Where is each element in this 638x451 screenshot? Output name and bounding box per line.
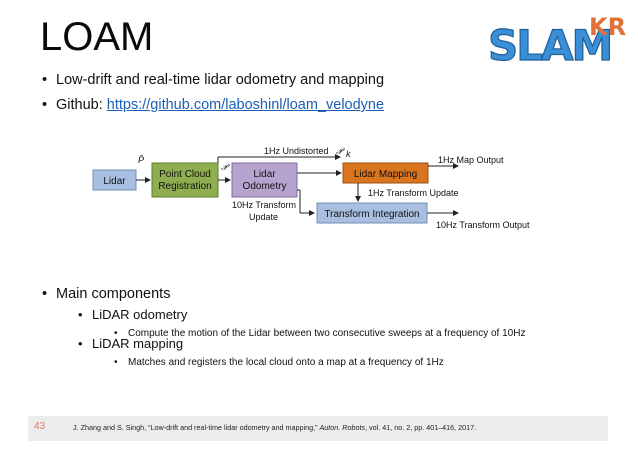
- bullet-main-components: •Main components: [42, 286, 171, 302]
- mapping-label: Lidar Mapping: [354, 169, 417, 180]
- odometry-label-2: Odometry: [243, 181, 287, 192]
- svg-text:KR: KR: [589, 13, 626, 41]
- tf-output-label: 10Hz Transform Output: [436, 220, 530, 230]
- sub-bullet-mapping: •LiDAR mapping: [78, 336, 184, 351]
- bullet-text: Low-drift and real-time lidar odometry a…: [56, 72, 385, 88]
- sub-bullet-odometry: •LiDAR odometry: [78, 307, 188, 322]
- mapping-item-label: LiDAR mapping: [92, 336, 184, 351]
- odometry-item-label: LiDAR odometry: [92, 307, 188, 322]
- lidar-odometry-box: [231, 162, 298, 198]
- odometry-item-detail: Compute the motion of the Lidar between …: [128, 328, 526, 339]
- svg-text:SLAM: SLAM: [488, 21, 611, 70]
- registration-label-1: Point Cloud: [159, 169, 211, 180]
- sub-sub-bullet-mapping: •Matches and registers the local cloud o…: [114, 357, 444, 368]
- lidar-mapping-box: [342, 162, 429, 184]
- p-hat-label: P̂: [138, 155, 144, 165]
- loam-pipeline-diagram: Lidar P̂ Point Cloud Registration 𝒫 k Li…: [92, 146, 530, 230]
- github-prefix: Github:: [56, 97, 107, 113]
- map-output-label: 1Hz Map Output: [438, 155, 504, 165]
- page-number: 43: [34, 421, 46, 432]
- tf-update-10hz-label-2: Update: [249, 212, 278, 222]
- bullet-low-drift: •Low-drift and real-time lidar odometry …: [42, 72, 385, 88]
- github-link[interactable]: https://github.com/laboshinl/loam_velody…: [106, 97, 385, 113]
- integration-label: Transform Integration: [324, 209, 419, 220]
- pk-label-1: 𝒫: [221, 162, 230, 172]
- footer-bar: [28, 416, 608, 441]
- bullet-github: •Github: https://github.com/laboshinl/lo…: [42, 97, 385, 113]
- citation-pre: J. Zhang and S. Singh, “Low-drift and re…: [73, 423, 320, 432]
- mapping-item-detail: Matches and registers the local cloud on…: [128, 357, 444, 368]
- tf-update-1hz-label: 1Hz Transform Update: [368, 188, 459, 198]
- registration-label-2: Registration: [158, 181, 211, 192]
- pk-label-2: 𝒫: [336, 146, 345, 156]
- slide-title: LOAM: [40, 15, 154, 59]
- slam-kr-logo: SLAM KR: [487, 13, 626, 70]
- lidar-box-label: Lidar: [103, 176, 126, 187]
- sub-sub-bullet-odometry: •Compute the motion of the Lidar between…: [114, 328, 526, 339]
- citation-journal: Auton. Robots: [319, 423, 366, 432]
- odometry-label-1: Lidar: [253, 169, 276, 180]
- undistorted-label: 1Hz Undistorted: [264, 146, 329, 156]
- tf-update-10hz-label-1: 10Hz Transform: [232, 200, 296, 210]
- citation-post: , vol. 41, no. 2, pp. 401–416, 2017.: [365, 423, 477, 432]
- components-heading: Main components: [56, 286, 171, 302]
- pk-sub-2: k: [346, 149, 351, 159]
- citation: J. Zhang and S. Singh, “Low-drift and re…: [73, 423, 476, 432]
